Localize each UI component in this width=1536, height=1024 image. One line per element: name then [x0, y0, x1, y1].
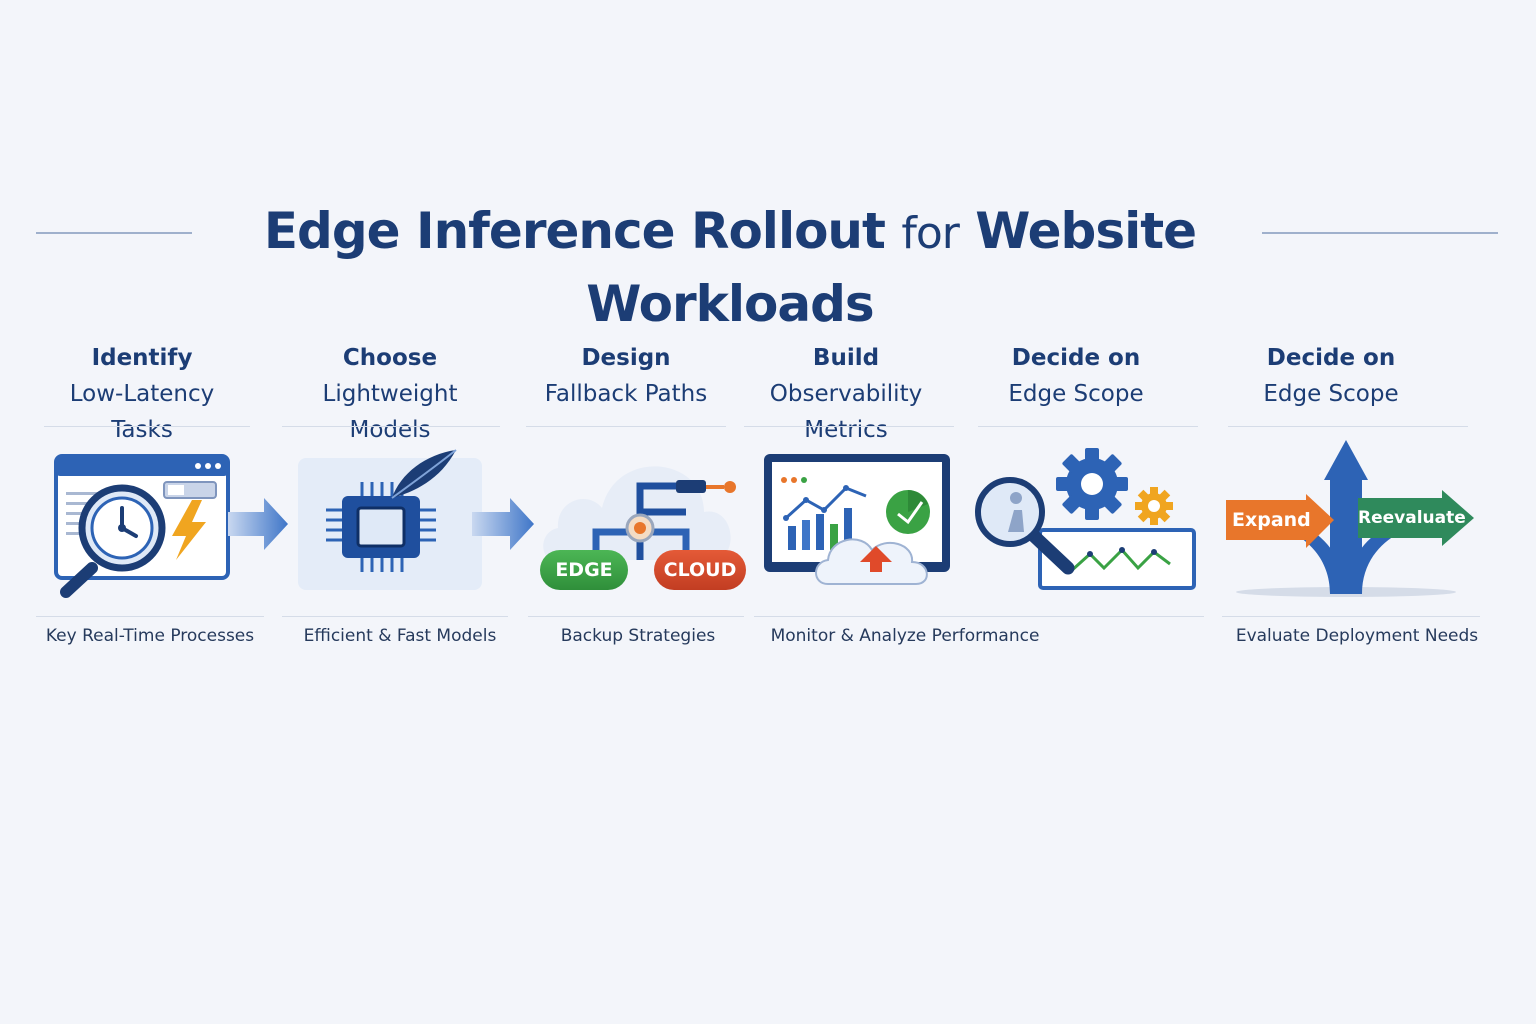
step-1-bottom-rule: [36, 616, 264, 617]
cloud-badge: CLOUD: [654, 550, 746, 590]
title-main: Edge Inference Rollout: [263, 202, 886, 260]
step-2-title: Choose Lightweight Models: [280, 340, 500, 448]
step-3-title: Design Fallback Paths: [526, 340, 726, 412]
step-5-title-line1: Decide on: [1011, 345, 1141, 371]
flow-arrow-1: [228, 498, 288, 550]
signpost-icon: [1226, 440, 1474, 597]
title-end: Website Workloads: [586, 202, 1197, 333]
step-3-caption: Backup Strategies: [560, 626, 716, 646]
step-1-top-rule: [44, 426, 250, 427]
step-6-caption: Evaluate Deployment Needs: [1235, 626, 1479, 646]
step-1-title-line2: Low-Latency Tasks: [69, 381, 215, 443]
step-1-title: Identify Low-Latency Tasks: [36, 340, 248, 448]
title-row: Edge Inference Rollout for Website Workl…: [0, 196, 1536, 333]
step-3-title-line1: Design: [581, 345, 671, 371]
step-6-top-rule: [1228, 426, 1468, 427]
step-3-top-rule: [526, 426, 726, 427]
step-2-title-line1: Choose: [342, 345, 438, 371]
clock-magnifier-icon: [54, 454, 230, 598]
step-3-title-line2: Fallback Paths: [544, 381, 708, 407]
step-1-caption: Key Real-Time Processes: [45, 626, 255, 646]
step-6-bottom-rule: [1222, 616, 1480, 617]
monitor-cloud-icon: [764, 454, 950, 585]
step-6-title-line1: Decide on: [1266, 345, 1396, 371]
expand-arrow-label: Expand: [1232, 509, 1311, 531]
step-5-top-rule: [978, 426, 1198, 427]
title-connector: for: [901, 208, 959, 259]
step-4-title-line2: Observability Metrics: [769, 381, 923, 443]
step-2-caption: Efficient & Fast Models: [303, 626, 497, 646]
title-rule-left: [36, 232, 192, 234]
page-title: Edge Inference Rollout for Website Workl…: [200, 196, 1260, 339]
step-4-bottom-rule: [754, 616, 1204, 617]
gear-magnifier-icon: [975, 448, 1196, 590]
step-2-bottom-rule: [282, 616, 508, 617]
edge-badge: EDGE: [540, 550, 628, 590]
title-rule-right: [1262, 232, 1498, 234]
step-4-top-rule: [744, 426, 954, 427]
flow-arrow-2: [472, 498, 534, 550]
step-2-top-rule: [282, 426, 500, 427]
fallback-network-icon: [543, 466, 736, 562]
step-4-caption: Monitor & Analyze Performance: [770, 626, 1040, 646]
step-1-title-line1: Identify: [91, 345, 193, 371]
step-6-title: Decide on Edge Scope: [1226, 340, 1436, 412]
reevaluate-arrow-label: Reevaluate: [1358, 508, 1466, 528]
chip-feather-icon: [298, 449, 482, 590]
step-3-bottom-rule: [528, 616, 744, 617]
step-4-title: Build Observability Metrics: [736, 340, 956, 448]
step-6-title-line2: Edge Scope: [1263, 381, 1399, 407]
step-2-title-line2: Lightweight Models: [322, 381, 458, 443]
step-4-title-line1: Build: [812, 345, 880, 371]
step-5-title: Decide on Edge Scope: [976, 340, 1176, 412]
step-5-title-line2: Edge Scope: [1008, 381, 1144, 407]
